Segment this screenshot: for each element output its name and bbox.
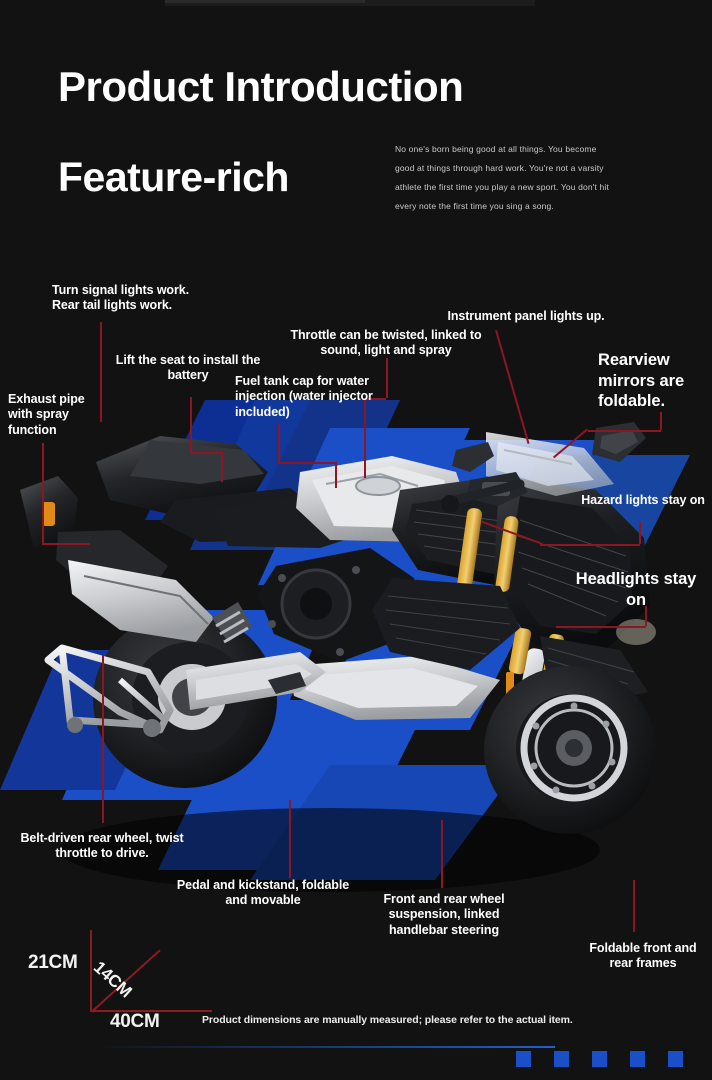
top-band-decoration <box>165 0 535 6</box>
dimension-axis-vertical <box>90 930 92 1012</box>
leader-line-suspension <box>441 820 443 888</box>
leader-line-belt-driven <box>102 655 104 823</box>
footer-square <box>592 1051 607 1067</box>
leader-line-lift-seat-v2 <box>221 452 223 482</box>
top-band-highlight <box>165 0 365 3</box>
footer-blue-gradient-line <box>105 1046 555 1048</box>
callout-headlights: Headlights stay on <box>575 570 697 609</box>
footer-square <box>516 1051 531 1067</box>
callout-foldable-frames: Foldable front and rear frames <box>589 941 697 971</box>
leader-line-fuel-cap-h <box>278 462 336 464</box>
callout-fuel-tank-cap: Fuel tank cap for water injection (water… <box>235 374 373 419</box>
leader-line-exhaust-v <box>42 443 44 543</box>
callout-lift-seat: Lift the seat to install the battery <box>115 353 261 383</box>
dimension-disclaimer: Product dimensions are manually measured… <box>202 1014 573 1026</box>
leader-line-foldable-frames <box>633 880 635 932</box>
callout-rearview-mirrors: Rearview mirrors are foldable. <box>598 351 685 411</box>
callout-pedal-kickstand: Pedal and kickstand, foldable and movabl… <box>176 878 350 908</box>
dimension-label-height: 21CM <box>28 952 78 973</box>
leader-line-exhaust-h <box>42 543 90 545</box>
callout-instrument-panel: Instrument panel lights up. <box>447 309 605 323</box>
callout-exhaust-pipe: Exhaust pipe with spray function <box>8 392 85 437</box>
leader-line-mirrors-h <box>588 430 661 432</box>
leader-line-turn-signal <box>100 322 102 422</box>
callout-belt-driven: Belt-driven rear wheel, twist throttle t… <box>20 831 184 861</box>
leader-line-hazard-v <box>639 522 641 544</box>
footer-square <box>630 1051 645 1067</box>
leader-line-headlights-v <box>645 606 647 626</box>
footer-square <box>668 1051 683 1067</box>
leader-line-pedal <box>289 800 291 878</box>
callout-throttle: Throttle can be twisted, linked to sound… <box>290 328 482 358</box>
page-title: Product Introduction <box>58 63 464 110</box>
page-subtitle: Feature-rich <box>58 154 289 200</box>
leader-line-lift-seat-v <box>190 397 192 452</box>
footer-square <box>554 1051 569 1067</box>
leader-line-fuel-cap-v2 <box>335 462 337 488</box>
leader-line-throttle-v <box>386 358 388 398</box>
leader-line-throttle-v2 <box>364 398 366 478</box>
callout-turn-signal: Turn signal lights work. Rear tail light… <box>52 283 189 313</box>
leader-line-throttle-h <box>364 398 386 400</box>
intro-paragraph: No one's born being good at all things. … <box>395 144 609 212</box>
dimension-axis-horizontal <box>90 1010 212 1012</box>
dimension-label-width: 40CM <box>110 1011 160 1032</box>
callout-hazard-lights: Hazard lights stay on <box>581 493 705 507</box>
leader-line-mirrors-v <box>660 412 662 430</box>
motorcycle-product-image <box>20 422 656 892</box>
leader-line-headlights-h <box>556 626 646 628</box>
leader-line-lift-seat-h <box>190 452 222 454</box>
leader-line-hazard-h <box>540 544 640 546</box>
leader-line-fuel-cap-v <box>278 424 280 462</box>
callout-suspension: Front and rear wheel suspension, linked … <box>383 892 505 937</box>
